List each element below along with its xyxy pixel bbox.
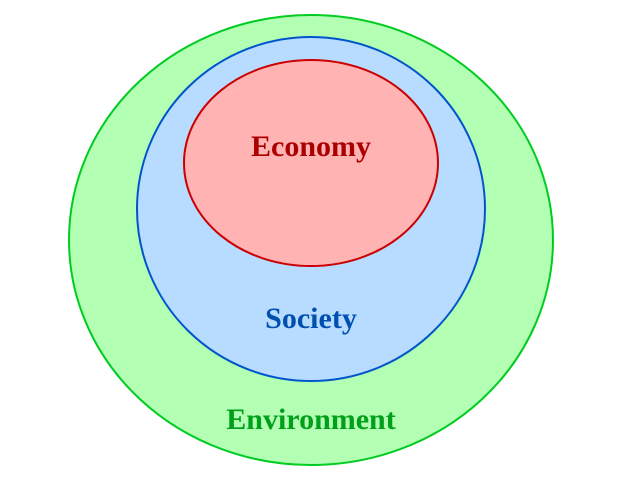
environment-label: Environment xyxy=(226,403,395,436)
society-label: Society xyxy=(265,302,357,335)
economy-ellipse xyxy=(183,59,439,267)
economy-label: Economy xyxy=(251,130,371,163)
